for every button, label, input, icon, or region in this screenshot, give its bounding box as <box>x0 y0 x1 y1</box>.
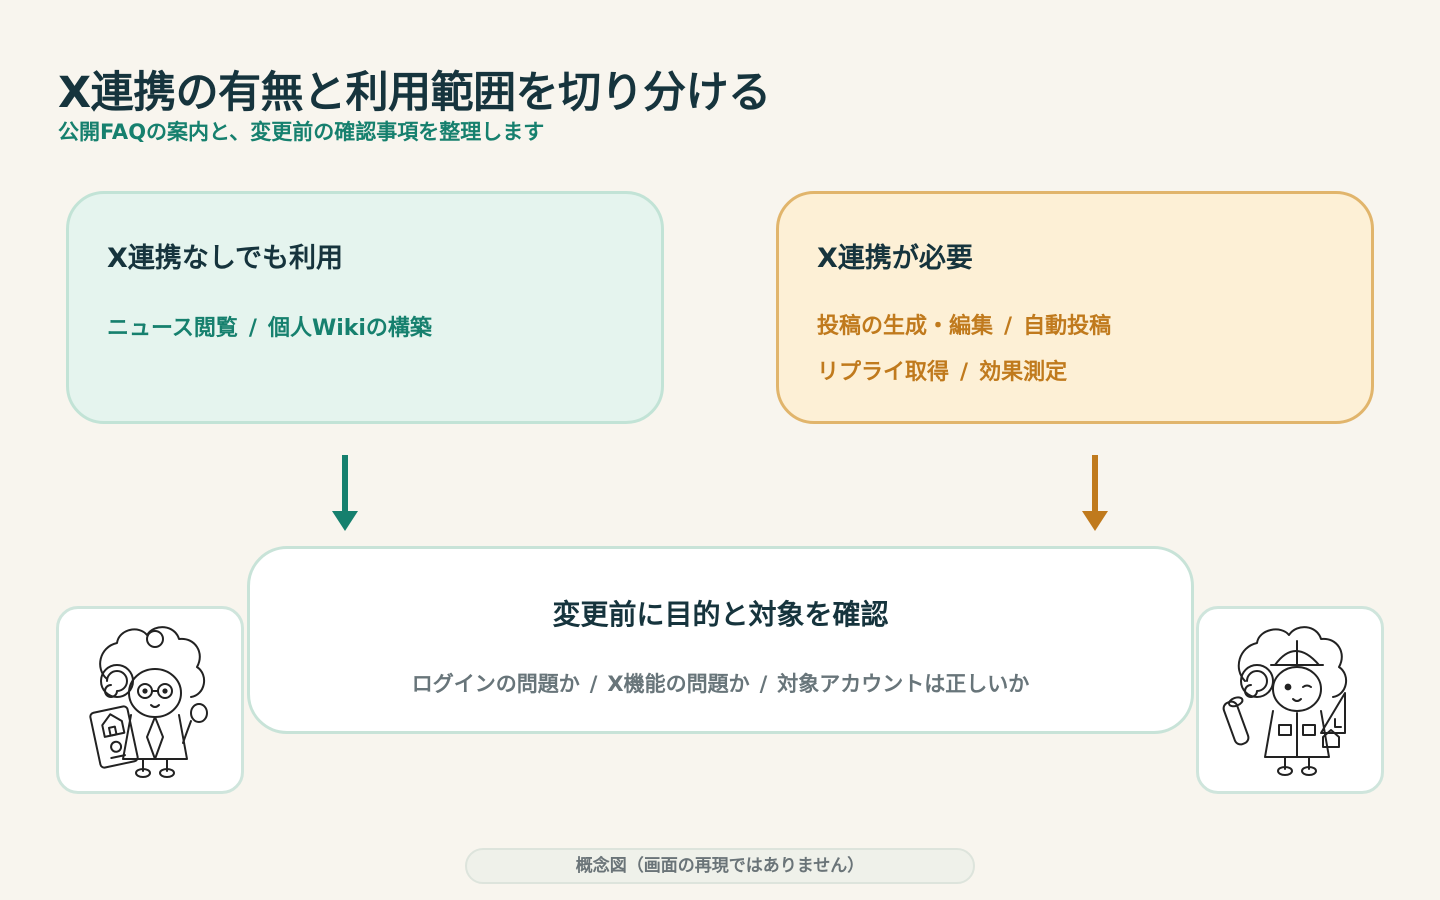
character-left <box>56 606 244 794</box>
separator: / <box>1004 314 1013 339</box>
card-x-link-required: X連携が必要 投稿の生成・編集 / 自動投稿 リプライ取得 / 効果測定 <box>776 191 1374 424</box>
feature-post-generate: 投稿の生成・編集 <box>817 314 994 339</box>
confirm-title: 変更前に目的と対象を確認 <box>552 598 889 631</box>
card-x-link-required-title: X連携が必要 <box>817 243 973 274</box>
feature-auto-post: 自動投稿 <box>1023 314 1112 339</box>
confirm-box: 変更前に目的と対象を確認 ログインの問題か / X機能の問題か / 対象アカウントは正し… <box>247 546 1194 734</box>
check-login: ログインの問題か <box>411 672 580 696</box>
feature-effect-measure: 効果測定 <box>979 360 1068 385</box>
page-subtitle: 公開FAQの案内と、変更前の確認事項を整理します <box>58 120 545 144</box>
sheep-builder-icon <box>1222 626 1348 776</box>
feature-wiki: 個人Wikiの構築 <box>267 316 432 341</box>
caption: 概念図（画面の再現ではありません） <box>465 848 975 884</box>
card-x-link-features-line2: リプライ取得 / 効果測定 <box>817 354 1067 386</box>
check-account: 対象アカウントは正しいか <box>777 672 1030 696</box>
card-x-link-features-line1: 投稿の生成・編集 / 自動投稿 <box>817 308 1111 340</box>
arrow-down-icon <box>1082 455 1108 531</box>
sheep-scholar-icon <box>89 626 208 778</box>
separator: / <box>960 360 969 385</box>
separator: / <box>589 672 598 696</box>
arrow-down-icon <box>332 455 358 531</box>
feature-reply-fetch: リプライ取得 <box>817 360 950 385</box>
page-title: X連携の有無と利用範囲を切り分ける <box>58 68 771 118</box>
card-no-x-link: X連携なしでも利用 ニュース閲覧 / 個人Wikiの構築 <box>66 191 664 424</box>
card-no-x-link-title: X連携なしでも利用 <box>107 243 344 274</box>
feature-news: ニュース閲覧 <box>107 316 238 341</box>
card-no-x-link-features: ニュース閲覧 / 個人Wikiの構築 <box>107 310 432 342</box>
separator: / <box>759 672 768 696</box>
character-right <box>1196 606 1384 794</box>
confirm-items: ログインの問題か / X機能の問題か / 対象アカウントは正しいか <box>250 668 1191 698</box>
separator: / <box>248 316 257 341</box>
check-x-feature: X機能の問題か <box>607 672 750 696</box>
